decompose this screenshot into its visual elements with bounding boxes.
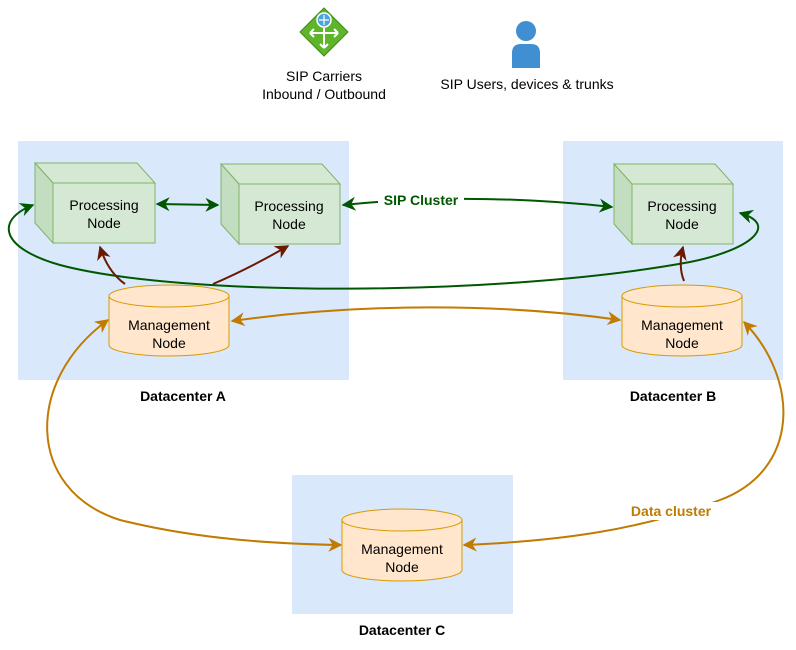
data-cluster-label-bg — [624, 502, 718, 520]
sip-cluster-label: SIP Cluster — [384, 192, 459, 208]
processing-node-a2: Processing Node — [219, 162, 342, 246]
processing-node-b: Processing Node — [612, 162, 735, 246]
carriers-label-line1: SIP Carriers — [286, 68, 362, 84]
mgmt-a-to-proc-a1-arrow — [97, 245, 126, 285]
management-node-a: Management Node — [108, 284, 230, 357]
mgmt-b-to-proc-b-arrow — [673, 245, 687, 282]
processing-node-a1-label-line2: Node — [87, 215, 121, 231]
router-icon — [299, 7, 349, 57]
management-node-c-label-line2: Node — [385, 559, 419, 575]
processing-node-a1-label-line1: Processing — [69, 197, 138, 213]
management-node-c: Management Node — [341, 508, 463, 582]
management-node-a-label-line1: Management — [128, 317, 210, 333]
sip-cluster-label-bg — [378, 190, 464, 208]
management-node-b-label-line1: Management — [641, 317, 723, 333]
datacenter-b-label: Datacenter B — [630, 388, 716, 404]
sip-cluster-loop-arrow — [7, 203, 760, 290]
processing-node-a2-label-line1: Processing — [254, 198, 323, 214]
users-label: SIP Users, devices & trunks — [440, 76, 613, 92]
mgmt-a-to-proc-a2-arrow — [212, 245, 290, 285]
datacenter-c-label: Datacenter C — [359, 622, 445, 638]
proc-a2-proc-b-arrow — [341, 196, 614, 213]
processing-node-a1: Processing Node — [33, 161, 157, 245]
management-node-b-label-line2: Node — [665, 335, 699, 351]
processing-node-a2-label-line2: Node — [272, 216, 306, 232]
datacenter-a-label: Datacenter A — [140, 388, 226, 404]
management-node-a-label-line2: Node — [152, 335, 186, 351]
processing-node-b-label-line2: Node — [665, 216, 699, 232]
processing-node-b-label-line1: Processing — [647, 198, 716, 214]
management-node-c-label-line1: Management — [361, 541, 443, 557]
mgmt-a-mgmt-b-arrow — [230, 306, 622, 327]
mgmt-b-mgmt-c-arrow — [462, 320, 785, 552]
data-cluster-label: Data cluster — [631, 503, 712, 519]
user-icon — [512, 21, 540, 68]
proc-a1-proc-a2-arrow — [155, 197, 220, 212]
management-node-b: Management Node — [621, 284, 743, 357]
carriers-label-line2: Inbound / Outbound — [262, 86, 386, 102]
mgmt-a-mgmt-c-arrow — [46, 319, 343, 552]
